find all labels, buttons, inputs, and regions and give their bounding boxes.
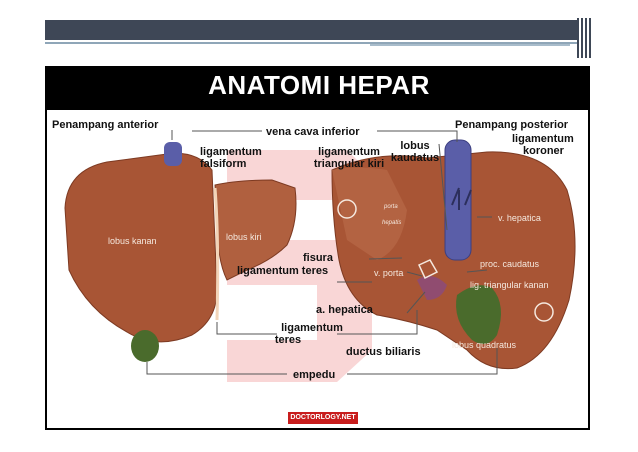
label-porta-1: porta xyxy=(384,204,398,210)
label-ligamentum-triangular-kiri-2: triangular kiri xyxy=(313,158,385,170)
label-ligamentum-koroner-1: ligamentum xyxy=(512,133,574,145)
label-ligamentum-teres-fisura: ligamentum teres xyxy=(237,265,329,277)
label-v-porta: v. porta xyxy=(374,268,404,278)
label-ligamentum-koroner-2: koroner xyxy=(523,145,564,157)
lobus-kiri-shape xyxy=(214,179,297,281)
slide-accent-line xyxy=(370,44,570,56)
label-a-hepatica: a. hepatica xyxy=(316,304,373,316)
label-ligamentum-falsiform-1: ligamentum xyxy=(200,146,262,158)
label-penampang-posterior: Penampang posterior xyxy=(455,119,569,131)
label-vena-cava-inferior: vena cava inferior xyxy=(266,126,360,138)
label-lig-triangular-kanan: lig. triangular kanan xyxy=(470,280,549,290)
vena-cava-anterior xyxy=(164,142,182,166)
posterior-left-lobe-shade xyxy=(332,167,407,260)
slide-corner-ornament xyxy=(577,18,591,58)
label-proc-caudatus: proc. caudatus xyxy=(480,259,540,269)
label-fisura: fisura xyxy=(303,252,333,264)
slide-top-bar xyxy=(45,20,585,40)
porta-hepatis-area xyxy=(417,276,447,300)
marker-porta xyxy=(418,259,439,280)
leader-lines xyxy=(146,130,498,375)
label-empedu: empedu xyxy=(293,369,336,381)
hepatic-veins xyxy=(451,187,472,210)
falsiform-line xyxy=(213,187,220,321)
label-lobus-kaudatus-2: kaudatus xyxy=(390,152,440,164)
source-logo: DOCTORLOGY.NET xyxy=(288,412,358,424)
marker-triangular-kiri xyxy=(337,199,357,219)
label-penampang-anterior: Penampang anterior xyxy=(52,119,159,131)
title-bar xyxy=(47,68,588,110)
gallbladder-anterior xyxy=(131,330,159,362)
figure-title: ANATOMI HEPAR xyxy=(208,70,430,100)
label-lobus-kanan: lobus kanan xyxy=(108,236,157,246)
label-ligamentum-triangular-kiri-1: ligamentum xyxy=(318,146,380,158)
label-porta-2: hepatis xyxy=(382,220,402,226)
label-ligamentum-falsiform-2: falsiform xyxy=(200,158,247,170)
label-lobus-kiri: lobus kiri xyxy=(226,232,262,242)
marker-triangular-kanan xyxy=(534,302,554,322)
label-ligamentum-teres-2: teres xyxy=(274,334,302,346)
label-ligamentum-teres-1: ligamentum xyxy=(281,322,343,334)
lobus-kanan-shape xyxy=(64,152,218,343)
gallbladder-posterior xyxy=(456,285,501,344)
label-v-hepatica: v. hepatica xyxy=(498,213,541,223)
slide-top-line xyxy=(45,42,585,44)
liver-illustration xyxy=(64,130,576,382)
label-ductus-biliaris: ductus biliaris xyxy=(346,346,421,358)
label-lobus-kaudatus-1: lobus xyxy=(400,140,430,152)
label-lobus-quadratus: lobus quadratus xyxy=(452,340,517,350)
